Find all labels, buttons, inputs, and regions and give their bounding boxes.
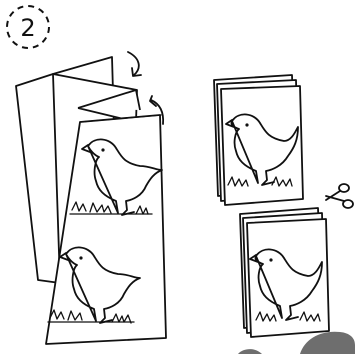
step-number: 2 [20,14,35,42]
curved-arrow-down-icon [128,52,141,76]
scissors-icon [326,184,353,208]
folded-paper-strip [16,57,166,344]
folded-booklet-bottom [240,208,329,337]
step-badge: 2 [7,6,49,48]
hand-shadow [300,332,355,354]
hand-shadow-small [238,349,262,354]
folded-booklet-top [214,75,303,205]
